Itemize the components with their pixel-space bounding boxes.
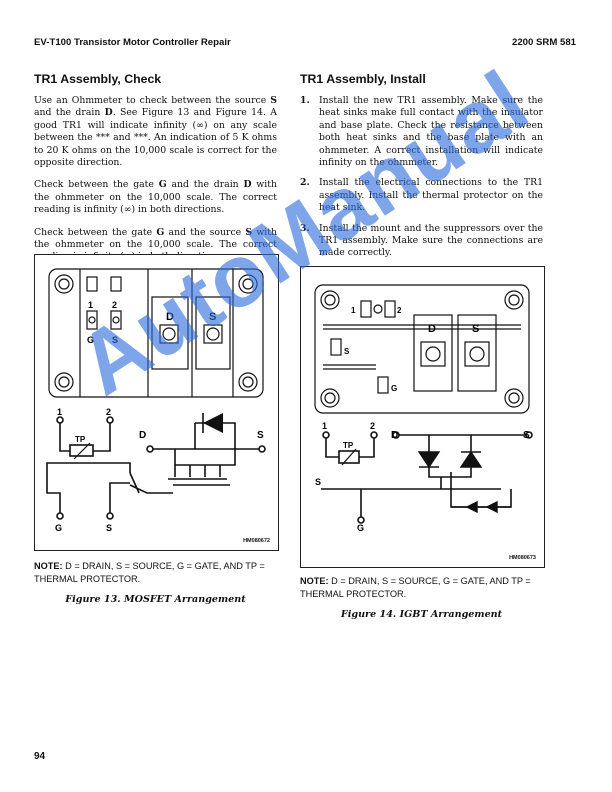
- terminal-label-d: D: [166, 311, 174, 323]
- igbt-terminal-label-s-main: S: [472, 323, 479, 335]
- igbt-module-outline: [314, 284, 530, 414]
- figure-14-igbt-diagram: 1 2 S G D S: [300, 266, 545, 568]
- section-title-install: TR1 Assembly, Install: [300, 72, 426, 86]
- thermal-protector-diagonal: [73, 442, 91, 460]
- igbt-arrangement-drawing: 1 2 S G D S: [314, 284, 533, 533]
- igbt-schematic-label-g: G: [357, 523, 364, 533]
- schematic-label-s: S: [257, 430, 264, 441]
- check-paragraph-2: Check between the gate G and the drain D…: [34, 179, 277, 216]
- install-step-2: 2.Install the electrical connections to …: [300, 177, 543, 214]
- igbt-terminal-label-g: G: [391, 384, 397, 393]
- terminal-label-g: G: [87, 335, 94, 345]
- igbt-terminal-screws: [330, 300, 490, 394]
- schematic-label-g: G: [55, 523, 62, 533]
- igbt-terminal-label-1: 1: [351, 306, 356, 315]
- terminal-screws: [86, 276, 223, 344]
- mounting-holes: [54, 274, 258, 392]
- igbt-mounting-holes: [320, 290, 524, 408]
- igbt-schematic-label-1: 1: [322, 421, 327, 431]
- mosfet-module-outline: [48, 268, 264, 398]
- schematic-label-d: D: [139, 430, 146, 441]
- igbt-diode-symbols: [417, 450, 498, 514]
- igbt-terminal-label-s: S: [344, 347, 350, 356]
- schematic-label-2: 2: [106, 407, 111, 417]
- install-procedure: 1.Install the new TR1 assembly. Make sur…: [300, 95, 543, 268]
- terminal-label-s-main: S: [209, 311, 216, 323]
- figure-14-caption: Figure 14. IGBT Arrangement: [340, 609, 503, 620]
- igbt-schematic-label-tp: TP: [343, 441, 354, 450]
- igbt-terminal-label-2: 2: [397, 306, 402, 315]
- igbt-schematic-label-s-lower: S: [315, 477, 321, 487]
- install-step-1: 1.Install the new TR1 assembly. Make sur…: [300, 95, 543, 169]
- figure-13-id: HM080672: [243, 538, 270, 544]
- mosfet-schematic: [46, 416, 266, 520]
- igbt-tp-diagonal: [341, 448, 357, 466]
- terminal-label-1: 1: [88, 300, 93, 310]
- section-title-check: TR1 Assembly, Check: [34, 72, 162, 86]
- running-header-title: EV-T100 Transistor Motor Controller Repa…: [34, 37, 231, 48]
- igbt-terminal-label-d: D: [428, 323, 436, 335]
- running-header-doc-number: 2200 SRM 581: [512, 37, 576, 48]
- schematic-label-s-lower: S: [106, 523, 112, 533]
- figure-13-caption: Figure 13. MOSFET Arrangement: [65, 594, 246, 605]
- mosfet-arrangement-drawing: 1 2 G S D S: [46, 268, 266, 533]
- terminal-label-2: 2: [112, 300, 117, 310]
- check-procedure-text: Use an Ohmmeter to check between the sou…: [34, 95, 277, 274]
- igbt-schematic-label-s: S: [523, 430, 530, 441]
- figure-13-note: NOTE: D = DRAIN, S = SOURCE, G = GATE, A…: [34, 561, 265, 584]
- figure-14-note: NOTE: D = DRAIN, S = SOURCE, G = GATE, A…: [300, 576, 531, 599]
- schematic-label-1: 1: [57, 407, 62, 417]
- figure-14-id: HM080673: [509, 555, 536, 561]
- check-paragraph-1: Use an Ohmmeter to check between the sou…: [34, 95, 277, 169]
- igbt-schematic-label-d: D: [391, 430, 398, 441]
- page-number: 94: [34, 751, 46, 762]
- igbt-schematic: [321, 431, 533, 524]
- install-step-3: 3.Install the mount and the suppressors …: [300, 222, 543, 259]
- igbt-schematic-label-2: 2: [370, 421, 375, 431]
- diode-symbol: [202, 413, 223, 433]
- figure-13-mosfet-diagram: 1 2 G S D S: [34, 254, 279, 551]
- terminal-label-s: S: [112, 335, 118, 345]
- schematic-label-tp: TP: [75, 435, 86, 444]
